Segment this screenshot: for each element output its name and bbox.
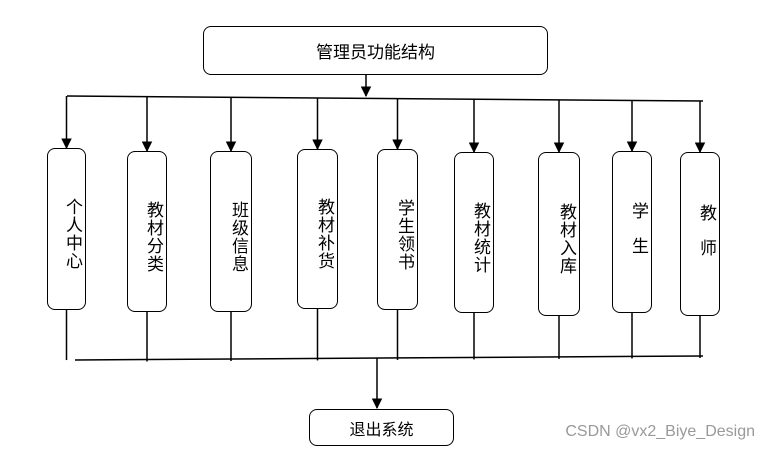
bottom-node-logout: 退出系统 <box>309 409 454 446</box>
module-box-6: 教材入库 <box>538 152 580 316</box>
module-box-2: 班级信息 <box>210 151 252 312</box>
top-bus-line <box>66 95 704 102</box>
module-label: 学生领书 <box>394 198 414 271</box>
top-node-admin-structure: 管理员功能结构 <box>203 26 548 75</box>
module-label: 个人中心 <box>62 198 82 270</box>
module-box-4: 学生领书 <box>377 149 418 310</box>
top-node-label: 管理员功能结构 <box>316 43 435 63</box>
module-label: 教师 <box>696 204 716 274</box>
bottom-bus-line <box>74 355 704 361</box>
module-box-5: 教材统计 <box>454 152 494 313</box>
module-box-7: 学生 <box>612 151 652 313</box>
bottom-node-label: 退出系统 <box>349 419 414 439</box>
module-label: 教材统计 <box>470 201 490 274</box>
module-box-0: 个人中心 <box>47 148 86 310</box>
watermark: CSDN @vx2_Biye_Design <box>565 423 755 440</box>
module-label: 教材入库 <box>556 203 576 275</box>
module-box-3: 教材补货 <box>297 149 338 309</box>
module-label: 学生 <box>628 202 648 272</box>
module-label: 班级信息 <box>228 200 248 273</box>
module-box-8: 教师 <box>680 152 720 316</box>
module-label: 教材分类 <box>143 200 163 273</box>
module-label: 教材补货 <box>314 198 334 270</box>
module-box-1: 教材分类 <box>127 151 167 312</box>
